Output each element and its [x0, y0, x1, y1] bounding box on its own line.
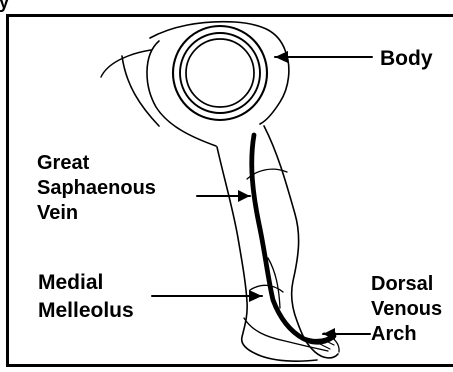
leg-outer-contour — [264, 126, 338, 358]
toe-detail-2 — [320, 344, 330, 349]
label-body: Body — [380, 46, 433, 71]
label-medial-melleolus: Medial Melleolus — [38, 269, 134, 325]
label-dorsal-venous-arch: Dorsal Venous Arch — [371, 272, 442, 347]
label-great-saphaenous-vein: Great Saphaenous Vein — [37, 151, 156, 226]
body-ring-outer — [173, 26, 267, 120]
back-outline — [122, 56, 159, 126]
mm-arrowhead — [249, 290, 262, 302]
hip-outline — [147, 41, 216, 146]
body-ring-inner — [186, 39, 254, 107]
great-saphenous-vein — [252, 135, 334, 342]
body-ring-middle — [180, 33, 260, 113]
gsv-arrowhead — [238, 190, 250, 202]
body-arrowhead — [275, 51, 288, 63]
